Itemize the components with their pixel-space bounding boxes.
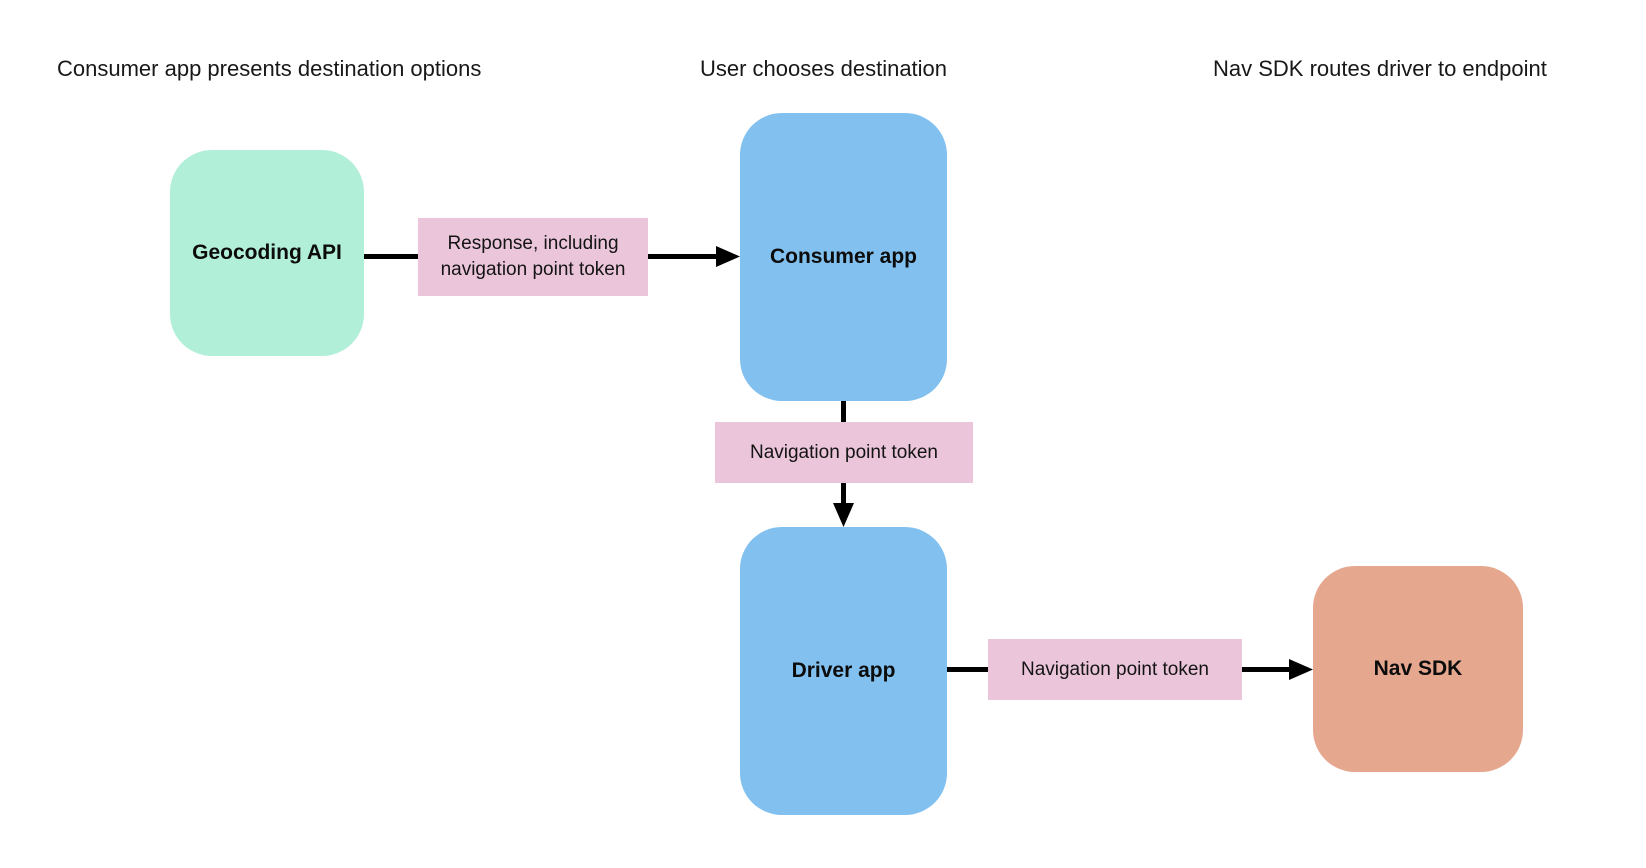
node-geocoding-api: Geocoding API <box>170 150 364 356</box>
arrow-label-to-driver-head <box>833 503 854 527</box>
edge-label-navigation-point-token-driver-to-navsdk: Navigation point token <box>988 639 1242 700</box>
node-consumer-app-label: Consumer app <box>769 245 918 268</box>
edge-label-navigation-point-token-consumer-to-driver: Navigation point token <box>715 422 973 483</box>
node-driver-app-label: Driver app <box>791 659 896 682</box>
arrow-label-to-navsdk-head <box>1289 659 1313 680</box>
column-heading-user-chooses-destination: User chooses destination <box>700 56 948 81</box>
node-nav-sdk-label: Nav SDK <box>1373 657 1463 680</box>
node-consumer-app: Consumer app <box>740 113 947 401</box>
arrow-label-to-consumer-head <box>716 246 740 267</box>
node-geocoding-api-label: Geocoding API <box>192 241 342 264</box>
node-driver-app: Driver app <box>740 527 947 815</box>
edge-label-response-including-navigation-point-token: Response, including navigation point tok… <box>418 218 648 296</box>
column-heading-navsdk-routes-driver: Nav SDK routes driver to endpoint <box>1213 56 1547 81</box>
column-heading-consumer-presents-options: Consumer app presents destination option… <box>57 56 482 81</box>
node-nav-sdk: Nav SDK <box>1313 566 1523 772</box>
